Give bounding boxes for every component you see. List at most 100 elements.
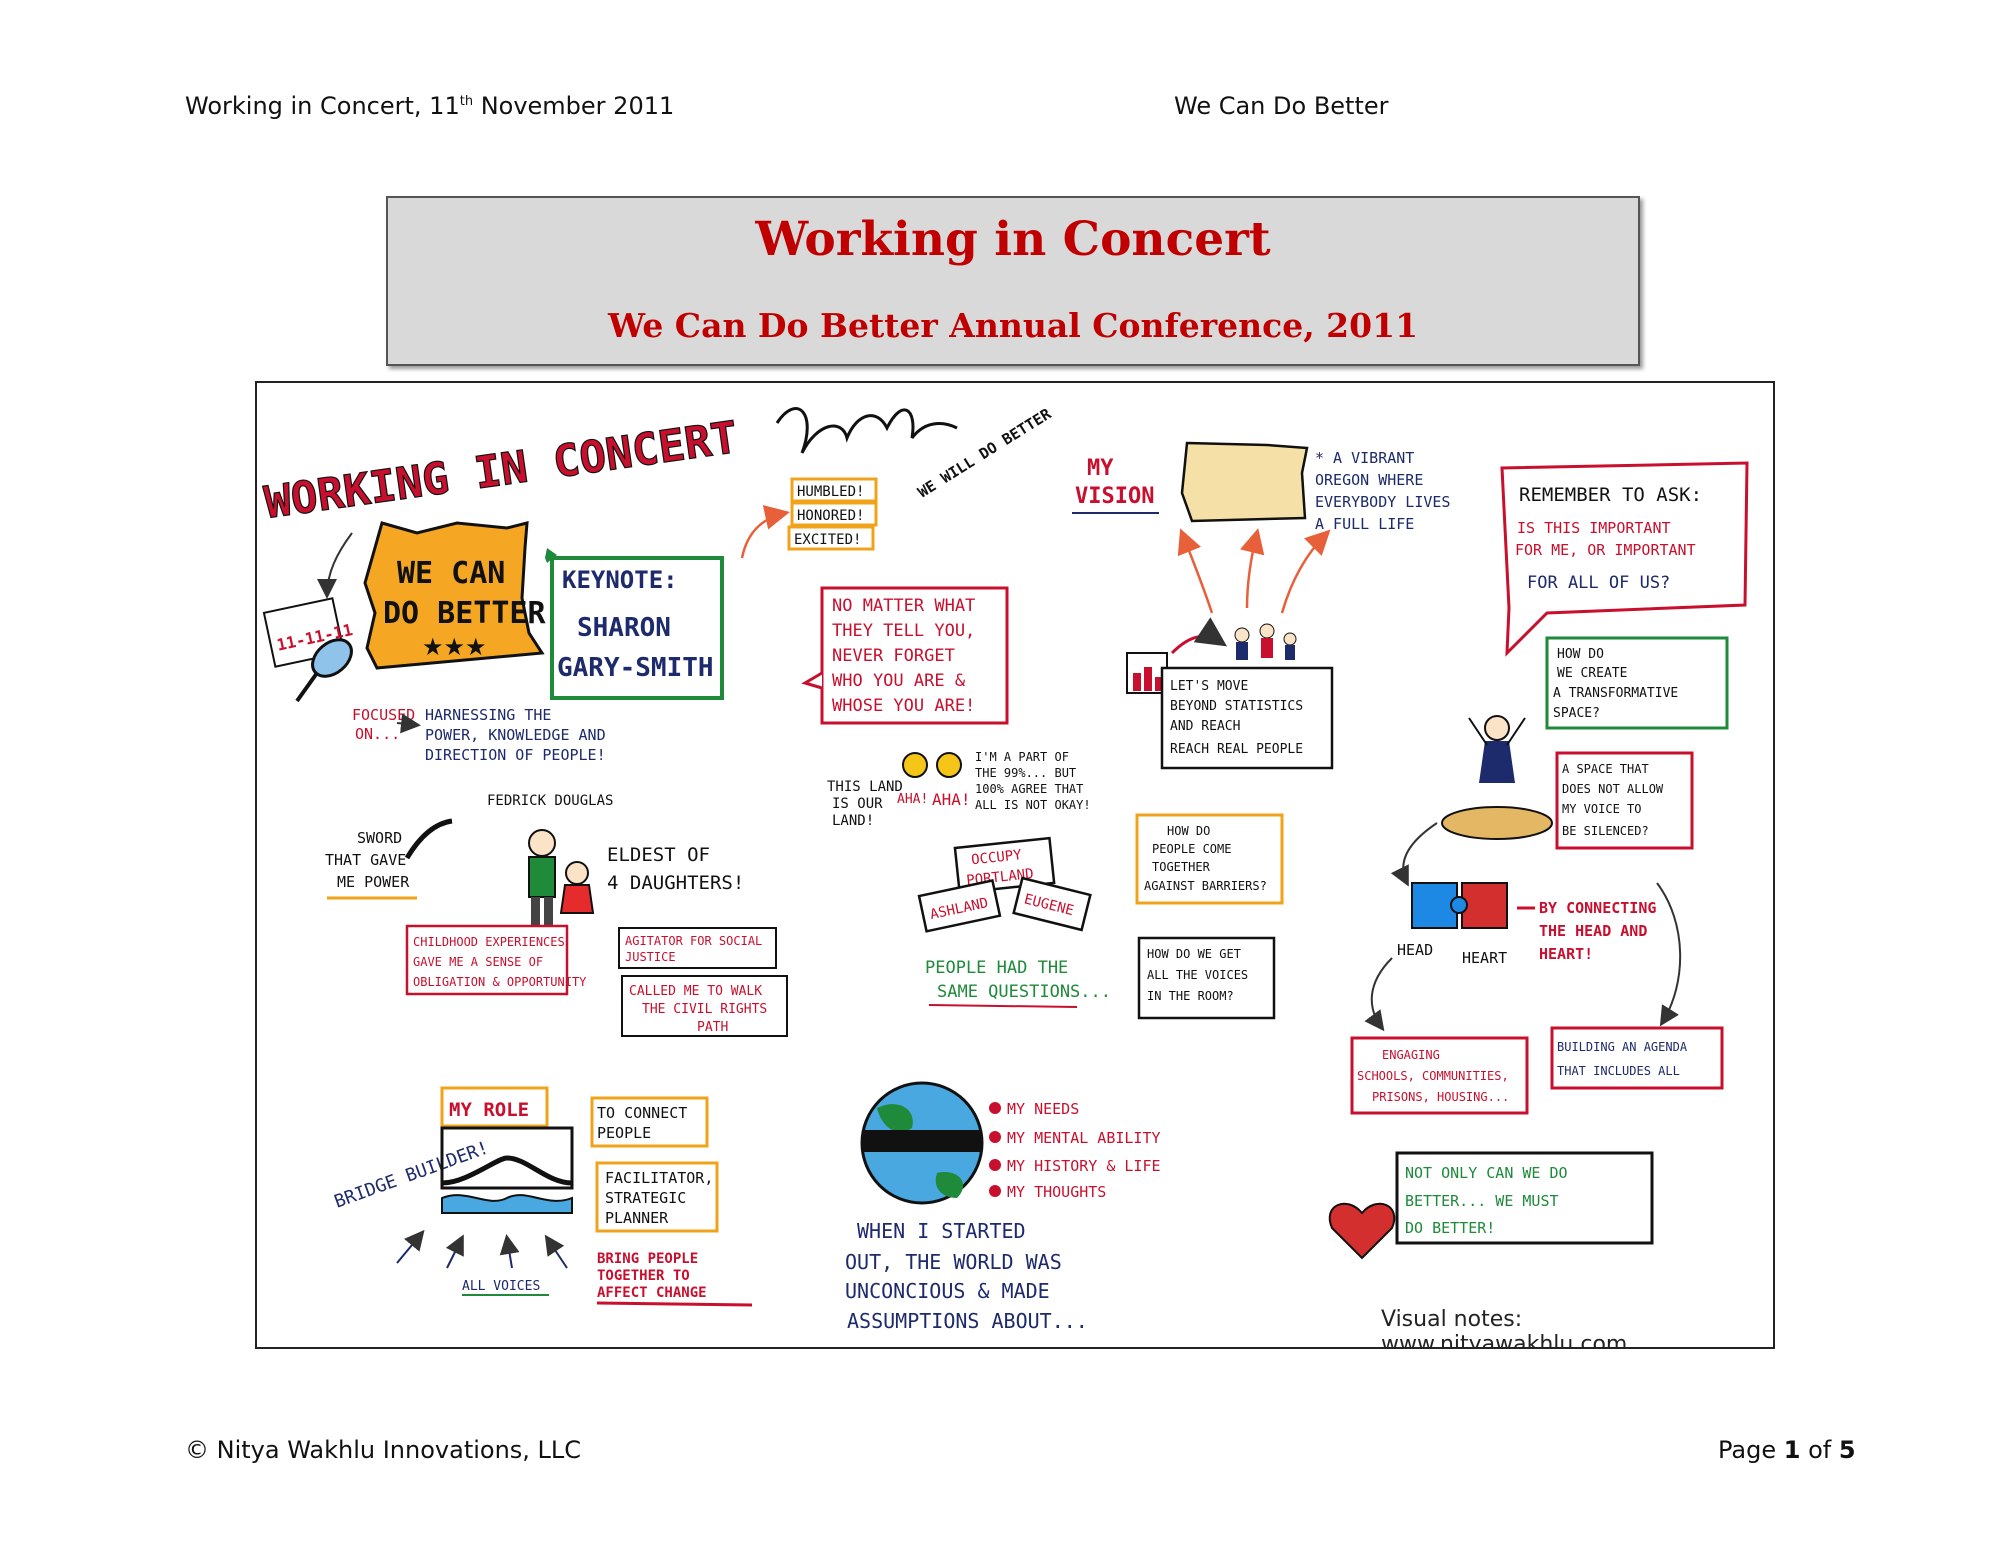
heart-icon — [1328, 1202, 1396, 1260]
started-line-3: UNCONCIOUS & MADE — [845, 1279, 1050, 1303]
started-line-1: WHEN I STARTED — [857, 1219, 1026, 1243]
need-line-4: MY THOUGHTS — [1007, 1183, 1106, 1201]
father-daughter-icon — [528, 829, 595, 925]
voices-room-line-3: IN THE ROOM? — [1147, 989, 1234, 1003]
statistics-line-3: AND REACH — [1170, 719, 1240, 734]
vibrant-line-2: OREGON WHERE — [1315, 471, 1423, 489]
barriers-line-4: AGAINST BARRIERS? — [1144, 879, 1267, 893]
header-right: We Can Do Better — [1174, 92, 1389, 120]
feelings-tags: HUMBLED! HONORED! EXCITED! — [787, 477, 878, 551]
remember-line-4: FOR ALL OF US? — [1527, 573, 1670, 593]
needs-list: MY NEEDS MY MENTAL ABILITY MY HISTORY & … — [989, 1100, 1161, 1201]
this-land-line-1: THIS LAND — [827, 779, 903, 795]
silenced-line-4: BE SILENCED? — [1562, 824, 1649, 838]
silenced-line-2: DOES NOT ALLOW — [1562, 782, 1664, 796]
silenced-line-3: MY VOICE TO — [1562, 802, 1641, 816]
agitator-line-1: AGITATOR FOR SOCIAL — [625, 934, 762, 948]
badge-line-2: DO BETTER — [383, 596, 546, 631]
statistics-box: LET'S MOVE BEYOND STATISTICS AND REACH R… — [1160, 666, 1334, 770]
agitator-line-2: JUSTICE — [625, 950, 676, 964]
sword-icon — [404, 818, 453, 860]
protest-signs: OCCUPY PORTLAND ASHLAND EUGENE — [917, 836, 1092, 933]
barriers-line-3: TOGETHER — [1152, 860, 1211, 874]
remember-line-1: REMEMBER TO ASK: — [1519, 484, 1702, 506]
title-box: Working in Concert We Can Do Better Annu… — [386, 196, 1640, 366]
called-line-2: THE CIVIL RIGHTS — [642, 1002, 767, 1017]
aha-2: AHA! — [932, 790, 971, 809]
sword-line-1: SWORD — [357, 829, 402, 847]
keynote-name-2: GARY-SMITH — [557, 653, 714, 683]
no-matter-line-3: NEVER FORGET — [832, 646, 955, 666]
barriers-line-1: HOW DO — [1167, 824, 1210, 838]
transformative-box: HOW DO WE CREATE A TRANSFORMATIVE SPACE? — [1545, 636, 1729, 730]
vibrant-line-3: EVERYBODY LIVES — [1315, 493, 1450, 511]
visual-notes-illustration: WORKING IN CONCERT 11-11-11 WE CAN DO BE… — [261, 404, 1749, 1333]
feeling-honored: HONORED! — [797, 508, 864, 524]
transformative-line-2: WE CREATE — [1557, 666, 1627, 681]
engaging-line-2: SCHOOLS, COMMUNITIES, — [1357, 1069, 1509, 1083]
heart-label: HEART — [1462, 949, 1507, 967]
barriers-line-2: PEOPLE COME — [1152, 842, 1231, 856]
bring-line-2: TOGETHER TO — [597, 1268, 690, 1284]
facilitator-line-1: FACILITATOR, — [605, 1169, 713, 1187]
engaging-box: ENGAGING SCHOOLS, COMMUNITIES, PRISONS, … — [1350, 1036, 1529, 1115]
document-subtitle: We Can Do Better Annual Conference, 2011 — [607, 306, 1419, 345]
ninety-nine-line-3: 100% AGREE THAT — [975, 782, 1083, 796]
not-only-line-2: BETTER... WE MUST — [1405, 1192, 1559, 1210]
not-only-line-3: DO BETTER! — [1405, 1219, 1495, 1237]
connecting-line-1: BY CONNECTING — [1539, 899, 1656, 917]
agenda-line-1: BUILDING AN AGENDA — [1557, 1040, 1688, 1054]
transformative-line-1: HOW DO — [1557, 647, 1604, 662]
barriers-box: HOW DO PEOPLE COME TOGETHER AGAINST BARR… — [1135, 813, 1284, 905]
fredrick-douglas-label: FEDRICK DOUGLAS — [487, 793, 613, 809]
voices-room-line-1: HOW DO WE GET — [1147, 947, 1241, 961]
agenda-box: BUILDING AN AGENDA THAT INCLUDES ALL — [1550, 1026, 1724, 1090]
remember-box: REMEMBER TO ASK: IS THIS IMPORTANT FOR M… — [1500, 461, 1749, 657]
voices-room-box: HOW DO WE GET ALL THE VOICES IN THE ROOM… — [1137, 936, 1276, 1020]
feeling-excited: EXCITED! — [794, 532, 861, 548]
head-label: HEAD — [1397, 941, 1433, 959]
document-title: Working in Concert — [755, 212, 1271, 267]
signature-mark — [775, 407, 958, 454]
this-land-line-2: IS OUR — [832, 796, 883, 812]
badge-stars: ★★★ — [422, 633, 487, 661]
eldest-line-1: ELDEST OF — [607, 844, 710, 866]
my-role-box: MY ROLE — [440, 1086, 549, 1128]
page-total: 5 — [1838, 1436, 1856, 1464]
remember-line-3: FOR ME, OR IMPORTANT — [1515, 541, 1696, 559]
started-line-4: ASSUMPTIONS ABOUT... — [847, 1309, 1088, 1333]
engaging-line-1: ENGAGING — [1382, 1048, 1440, 1062]
connecting-line-2: THE HEAD AND — [1539, 922, 1647, 940]
header-left-suffix: November 2011 — [473, 92, 675, 120]
oregon-map-icon — [1180, 441, 1309, 523]
my-vision-line-1: MY — [1087, 456, 1114, 481]
statistics-line-4: REACH REAL PEOPLE — [1170, 742, 1303, 757]
eldest-line-2: 4 DAUGHTERS! — [607, 872, 744, 894]
lightbulb-icon — [902, 752, 962, 778]
sign-occupy: OCCUPY — [971, 847, 1024, 868]
silenced-line-1: A SPACE THAT — [1562, 762, 1649, 776]
footer-page-number: Page 1 of 5 — [1718, 1436, 1856, 1464]
visual-notes-frame: WORKING IN CONCERT 11-11-11 WE CAN DO BE… — [255, 381, 1775, 1349]
not-only-line-1: NOT ONLY CAN WE DO — [1405, 1164, 1568, 1182]
called-line-3: PATH — [697, 1020, 728, 1035]
connect-line-1: TO CONNECT — [597, 1104, 687, 1122]
connect-line-2: PEOPLE — [597, 1124, 651, 1142]
sword-line-2: THAT GAVE — [325, 851, 406, 869]
sword-line-3: ME POWER — [337, 873, 410, 891]
childhood-line-3: OBLIGATION & OPPORTUNITY — [413, 975, 587, 989]
childhood-line-2: GAVE ME A SENSE OF — [413, 955, 543, 969]
keynote-name-1: SHARON — [577, 613, 671, 643]
not-only-box: NOT ONLY CAN WE DO BETTER... WE MUST DO … — [1395, 1151, 1654, 1245]
harnessing-line-1: HARNESSING THE — [425, 706, 551, 724]
voices-room-line-2: ALL THE VOICES — [1147, 968, 1248, 982]
calendar-icon: 11-11-11 — [262, 597, 354, 668]
agitator-box: AGITATOR FOR SOCIAL JUSTICE — [618, 927, 777, 969]
visual-notes-credit: Visual notes: www.nityawakhlu.com — [1381, 1307, 1628, 1349]
ninety-nine-line-1: I'M A PART OF — [975, 750, 1069, 764]
we-will-do-better: WE WILL DO BETTER — [915, 404, 1056, 501]
need-line-3: MY HISTORY & LIFE — [1007, 1157, 1161, 1175]
childhood-line-1: CHILDHOOD EXPERIENCES — [413, 935, 565, 949]
oregon-badge: WE CAN DO BETTER ★★★ — [363, 521, 546, 670]
no-matter-line-2: THEY TELL YOU, — [832, 621, 975, 641]
